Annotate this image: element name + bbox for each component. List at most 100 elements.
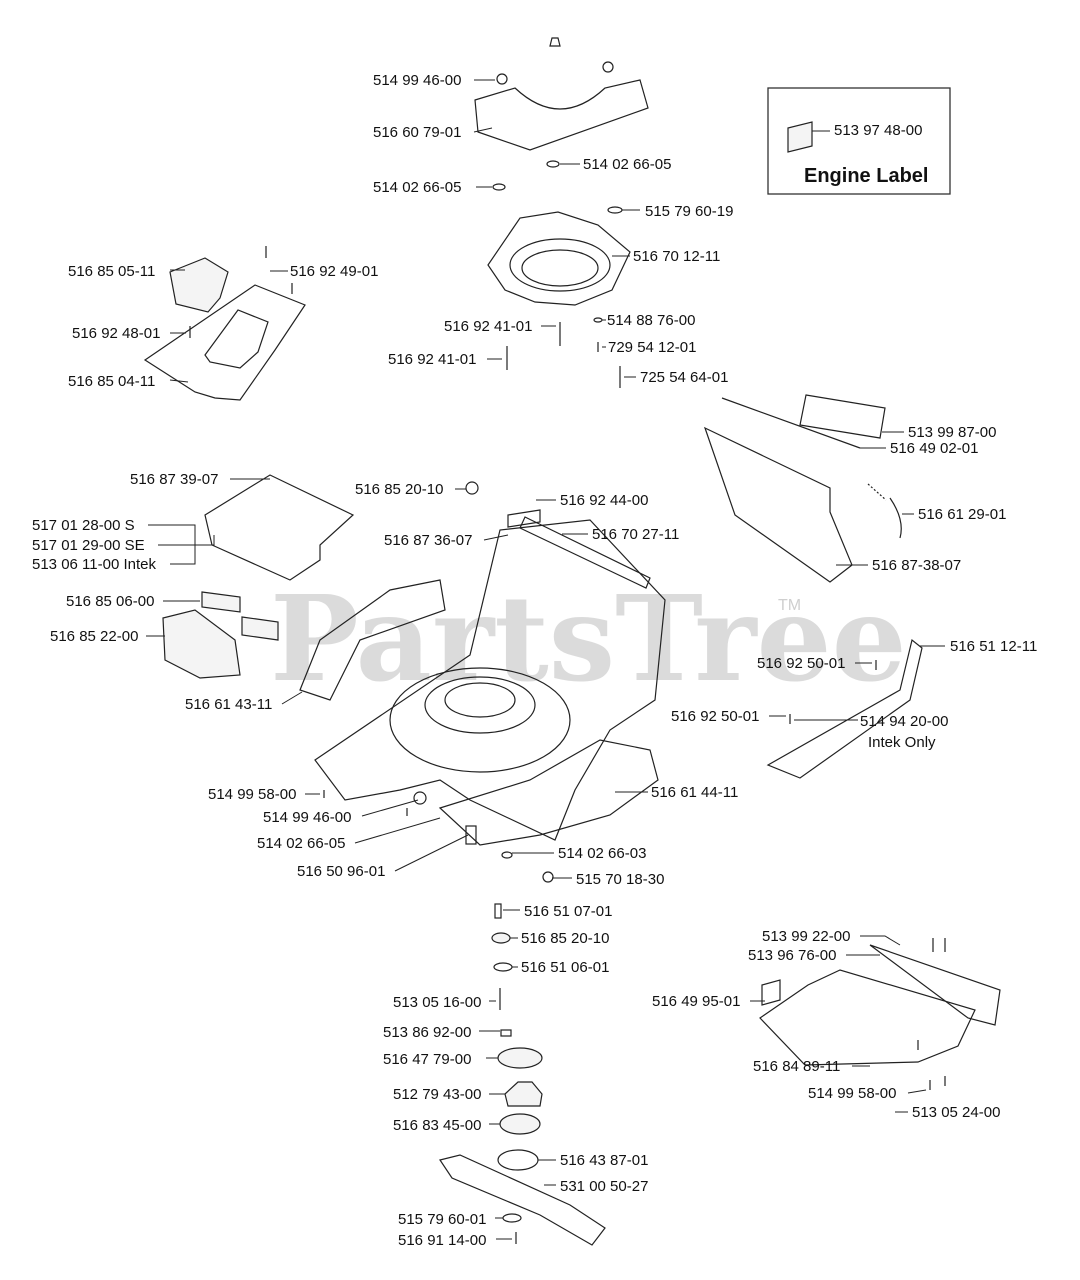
- part-label[interactable]: 516 83 45-00: [393, 1117, 481, 1134]
- part-label[interactable]: 516 87 39-07: [130, 471, 218, 488]
- leader-line: [483, 534, 509, 541]
- part-label[interactable]: 516 92 41-01: [388, 351, 476, 368]
- leader-line: [148, 524, 196, 548]
- part-label[interactable]: 516 85 20-10: [521, 930, 609, 947]
- part-label[interactable]: 516 43 87-01: [560, 1152, 648, 1169]
- part-label[interactable]: 517 01 28-00 S: [32, 517, 135, 534]
- part-label[interactable]: 513 05 16-00: [393, 994, 481, 1011]
- part-note-intek-only: Intek Only: [868, 734, 936, 751]
- bracket-shape: [507, 509, 541, 528]
- part-label[interactable]: 516 92 44-00: [560, 492, 648, 509]
- engine-label-sticker-shape: [787, 121, 813, 153]
- part-labels: 514 99 46-00 516 60 79-01 514 02 66-05 5…: [32, 72, 1037, 1249]
- part-label[interactable]: 513 96 76-00: [748, 947, 836, 964]
- skid-plate-shape: [759, 969, 976, 1066]
- part-label[interactable]: 515 79 60-19: [645, 203, 733, 220]
- part-label[interactable]: 516 92 50-01: [757, 655, 845, 672]
- part-label[interactable]: 513 05 24-00: [912, 1104, 1000, 1121]
- part-label[interactable]: 516 61 29-01: [918, 506, 1006, 523]
- part-label[interactable]: 515 79 60-01: [398, 1211, 486, 1228]
- part-label[interactable]: 512 79 43-00: [393, 1086, 481, 1103]
- leader-line: [907, 1089, 927, 1094]
- right-wheel-arm-shape: [438, 739, 659, 846]
- part-label[interactable]: 516 51 07-01: [524, 903, 612, 920]
- part-label[interactable]: 516 87 36-07: [384, 532, 472, 549]
- pulley-shape: [497, 1047, 543, 1069]
- leader-line: [473, 127, 493, 133]
- part-label[interactable]: 516 84 89-11: [753, 1058, 840, 1075]
- washer-shape: [546, 160, 560, 168]
- top-nut-shape: [549, 37, 561, 47]
- chute-group: [143, 246, 306, 401]
- part-label[interactable]: 516 47 79-00: [383, 1051, 471, 1068]
- part-label[interactable]: 516 61 44-11: [651, 784, 738, 801]
- leader-line: [281, 691, 303, 705]
- part-label[interactable]: 516 92 50-01: [671, 708, 759, 725]
- part-label[interactable]: 516 49 95-01: [652, 993, 740, 1010]
- skid-bracket-shape: [761, 979, 781, 1006]
- deck-shape: [314, 519, 666, 841]
- part-label[interactable]: 514 02 66-05: [373, 179, 461, 196]
- chute-block-shape: [169, 257, 229, 313]
- part-label[interactable]: 516 70 27-11: [592, 526, 679, 543]
- part-label[interactable]: 515 70 18-30: [576, 871, 664, 888]
- handle-bracket-group: [766, 638, 923, 779]
- part-label[interactable]: 516 85 05-11: [68, 263, 155, 280]
- part-label[interactable]: 514 88 76-00: [607, 312, 695, 329]
- part-label[interactable]: 514 99 46-00: [263, 809, 351, 826]
- part-label[interactable]: 514 02 66-05: [583, 156, 671, 173]
- part-label[interactable]: 516 92 49-01: [290, 263, 378, 280]
- part-label[interactable]: 516 49 02-01: [890, 440, 978, 457]
- part-label[interactable]: 513 99 22-00: [762, 928, 850, 945]
- part-label[interactable]: 517 01 29-00 SE: [32, 537, 145, 554]
- leader-line: [860, 935, 901, 946]
- part-label[interactable]: 729 54 12-01: [608, 339, 696, 356]
- part-label[interactable]: 514 02 66-03: [558, 845, 646, 862]
- leader-line: [169, 379, 189, 383]
- part-label[interactable]: 516 91 14-00: [398, 1232, 486, 1249]
- part-label[interactable]: 725 54 64-01: [640, 369, 728, 386]
- part-label[interactable]: 516 85 06-00: [66, 593, 154, 610]
- engine-label-title: Engine Label: [804, 165, 928, 187]
- strip-shape: [799, 394, 886, 439]
- part-label[interactable]: 513 06 11-00 Intek: [32, 556, 156, 573]
- key-shape: [494, 903, 502, 919]
- bolt-head-shape: [542, 871, 554, 883]
- washer-shape: [493, 962, 513, 972]
- blade-hub-shape: [499, 1113, 541, 1135]
- part-label[interactable]: 513 86 92-00: [383, 1024, 471, 1041]
- part-label[interactable]: 516 87-38-07: [872, 557, 961, 574]
- part-label[interactable]: 514 94 20-00: [860, 713, 948, 730]
- part-label[interactable]: 516 51 06-01: [521, 959, 609, 976]
- part-label[interactable]: 516 92 48-01: [72, 325, 160, 342]
- skid-plate-group: [759, 938, 1001, 1090]
- part-label[interactable]: 516 51 12-11: [950, 638, 1037, 655]
- part-label[interactable]: 516 61 43-11: [185, 696, 272, 713]
- nut-shape: [602, 61, 614, 73]
- part-label[interactable]: 514 99 58-00: [208, 786, 296, 803]
- pin-shape: [465, 825, 477, 845]
- part-label[interactable]: 514 99 46-00: [373, 72, 461, 89]
- part-label[interactable]: 516 60 79-01: [373, 124, 461, 141]
- rod-shape: [721, 397, 861, 449]
- part-label[interactable]: 516 92 41-01: [444, 318, 532, 335]
- washer-shape: [502, 1213, 522, 1223]
- leader-line: [394, 834, 469, 872]
- part-label[interactable]: 516 85 04-11: [68, 373, 155, 390]
- part-label[interactable]: 514 99 58-00: [808, 1085, 896, 1102]
- engine-label-part-number[interactable]: 513 97 48-00: [834, 122, 922, 139]
- engine-mount-ring-shape: [424, 676, 536, 734]
- part-label[interactable]: 514 02 66-05: [257, 835, 345, 852]
- deck-cutting-chamber-shape: [389, 667, 571, 773]
- blade-shape: [439, 1154, 606, 1246]
- part-label[interactable]: 516 85 20-10: [355, 481, 443, 498]
- leader-line: [170, 548, 196, 565]
- leader-line: [158, 535, 215, 546]
- part-label[interactable]: 516 50 96-01: [297, 863, 385, 880]
- block-shape: [201, 591, 241, 613]
- part-label[interactable]: 516 70 12-11: [633, 248, 720, 265]
- knob-shape: [465, 481, 479, 495]
- part-label[interactable]: 516 85 22-00: [50, 628, 138, 645]
- part-label[interactable]: 513 99 87-00: [908, 424, 996, 441]
- part-label[interactable]: 531 00 50-27: [560, 1178, 648, 1195]
